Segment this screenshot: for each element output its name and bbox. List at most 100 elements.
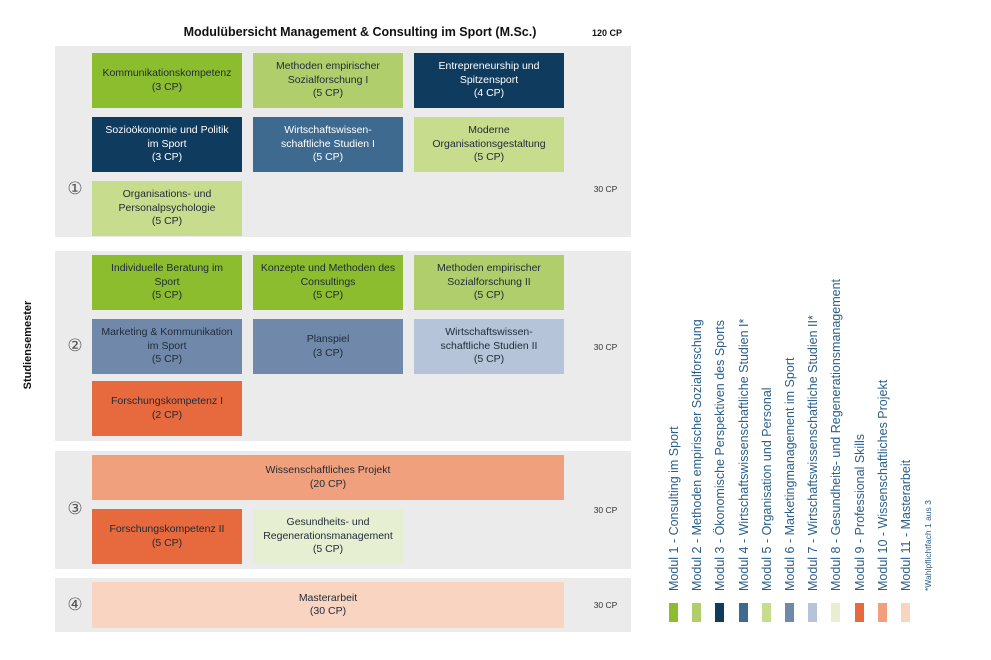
module-box: Wissenschaftliches Projekt(20 CP) bbox=[92, 455, 564, 500]
legend-label: Modul 11 - Masterarbeit bbox=[899, 459, 913, 591]
legend-label: Modul 10 - Wissenschaftliches Projekt bbox=[875, 379, 890, 591]
module-text-line: (20 CP) bbox=[309, 477, 347, 490]
module-text-line: (4 CP) bbox=[473, 87, 505, 100]
module-text-line: (5 CP) bbox=[473, 289, 505, 302]
legend-swatch bbox=[669, 603, 678, 622]
module-text-line: Wirtschaftswissen- bbox=[445, 326, 533, 339]
module-text-line: (2 CP) bbox=[151, 408, 183, 421]
module-text-line: Individuelle Beratung im bbox=[110, 262, 224, 275]
total-cp-label: 120 CP bbox=[591, 28, 623, 38]
semester-number: ③ bbox=[67, 499, 83, 518]
module-text-line: Organisations- und bbox=[122, 188, 212, 201]
semester-axis-label: Studiensemester bbox=[22, 300, 34, 390]
module-text-line: (3 CP) bbox=[151, 151, 183, 164]
module-text-line: Sozioökonomie und Politik bbox=[105, 124, 229, 137]
legend-label: Modul 9 - Professional Skills bbox=[852, 433, 867, 591]
legend-label: Modul 3 - Ökonomische Perspektiven des S… bbox=[713, 320, 728, 591]
legend-swatch bbox=[761, 603, 771, 622]
module-text-line: Sport bbox=[154, 275, 180, 288]
module-text-line: (5 CP) bbox=[151, 353, 183, 366]
module-text-line: Marketing & Kommunikation bbox=[101, 326, 233, 339]
legend-label: Modul 4 - Wirtschaftswissenschaftliche S… bbox=[736, 318, 751, 591]
module-text-line: (5 CP) bbox=[312, 289, 344, 302]
module-text-line: Moderne bbox=[468, 124, 510, 137]
legend-swatch bbox=[692, 603, 702, 622]
legend-label: Modul 1 - Consulting im Sport bbox=[667, 426, 681, 591]
legend-swatch bbox=[831, 603, 841, 622]
semester-cp: 30 CP bbox=[593, 505, 618, 515]
module-text-line: Organisationsgestaltung bbox=[432, 137, 546, 150]
module-text-line: (5 CP) bbox=[312, 543, 344, 556]
module-text-line: (5 CP) bbox=[312, 87, 344, 100]
module-text-line: Masterarbeit bbox=[298, 591, 358, 604]
semester-number: ④ bbox=[67, 595, 83, 614]
module-text-line: Spitzensport bbox=[459, 73, 519, 86]
module-box: Masterarbeit(30 CP) bbox=[92, 582, 564, 628]
module-text-line: Methoden empirischer bbox=[437, 262, 541, 275]
module-text-line: Wirtschaftswissen- bbox=[284, 124, 372, 137]
module-text-line: (5 CP) bbox=[151, 536, 183, 549]
module-text-line: (5 CP) bbox=[473, 353, 505, 366]
semester-number: ② bbox=[67, 336, 83, 355]
module-text-line: (5 CP) bbox=[312, 151, 344, 164]
legend-swatch bbox=[738, 603, 748, 622]
module-text-line: Kommunikationskompetenz bbox=[102, 67, 232, 79]
semester-cp: 30 CP bbox=[593, 184, 618, 194]
legend-label: Modul 2 - Methoden empirischer Sozialfor… bbox=[690, 319, 705, 591]
module-text-line: (5 CP) bbox=[473, 151, 505, 164]
module-box: Forschungskompetenz I(2 CP) bbox=[92, 381, 242, 436]
module-box: Kommunikationskompetenz(3 CP) bbox=[92, 53, 242, 108]
module-text-line: Entrepreneurship und bbox=[438, 60, 540, 73]
legend-label: Modul 8 - Gesundheits- und Regenerations… bbox=[829, 279, 844, 591]
semester-number: ① bbox=[67, 179, 83, 198]
module-text-line: Forschungskompetenz I bbox=[110, 395, 224, 407]
legend-swatch bbox=[854, 603, 864, 622]
module-text-line: Wissenschaftliches Projekt bbox=[265, 464, 391, 476]
legend-label: Modul 7 - Wirtschaftswissenschaftliche S… bbox=[806, 315, 821, 591]
module-text-line: (5 CP) bbox=[151, 289, 183, 302]
module-text-line: Methoden empirischer bbox=[276, 60, 380, 73]
module-text-line: Regenerationsmanagement bbox=[263, 529, 393, 542]
module-text-line: Gesundheits- und bbox=[286, 516, 370, 529]
module-text-line: im Sport bbox=[147, 137, 187, 150]
legend-swatch bbox=[901, 603, 910, 622]
semester-cp: 30 CP bbox=[593, 342, 618, 352]
legend-label: Modul 5 - Organisation und Personal bbox=[759, 387, 774, 591]
module-text-line: Sozialforschung I bbox=[287, 73, 369, 86]
module-text-line: schaftliche Studien I bbox=[281, 137, 375, 150]
module-text-line: im Sport bbox=[147, 339, 187, 352]
module-text-line: Sozialforschung II bbox=[447, 275, 531, 288]
module-text-line: Consultings bbox=[300, 275, 356, 288]
module-text-line: Konzepte und Methoden des bbox=[260, 262, 396, 275]
page-title: Modulübersicht Management & Consulting i… bbox=[183, 25, 537, 39]
semester-4: ④ 30 CP Masterarbeit(30 CP) bbox=[55, 578, 631, 632]
semester-3: ③ 30 CP Wissenschaftliches Projekt(20 CP) F… bbox=[55, 451, 631, 569]
module-text-line: Personalpsychologie bbox=[118, 201, 216, 214]
module-text-line: (3 CP) bbox=[312, 346, 344, 359]
semester-cp: 30 CP bbox=[593, 600, 618, 610]
module-box: Forschungskompetenz II(5 CP) bbox=[92, 509, 242, 564]
module-box: Wirtschaftswissen-schaftliche Studien II… bbox=[414, 319, 564, 374]
module-text-line: schaftliche Studien II bbox=[440, 339, 538, 352]
module-text-line: Planspiel bbox=[306, 333, 350, 345]
legend-footnote: *Wahlpflichtfach 1 aus 3 bbox=[923, 500, 933, 591]
module-text-line: Forschungskompetenz II bbox=[109, 523, 225, 535]
legend-swatch bbox=[785, 603, 794, 622]
module-box: Wirtschaftswissen-schaftliche Studien I(… bbox=[253, 117, 403, 172]
module-text-line: (5 CP) bbox=[151, 215, 183, 228]
module-text-line: (30 CP) bbox=[309, 605, 347, 617]
legend-swatch bbox=[808, 603, 818, 622]
legend-swatch bbox=[715, 603, 725, 622]
module-box: Planspiel(3 CP) bbox=[253, 319, 403, 374]
